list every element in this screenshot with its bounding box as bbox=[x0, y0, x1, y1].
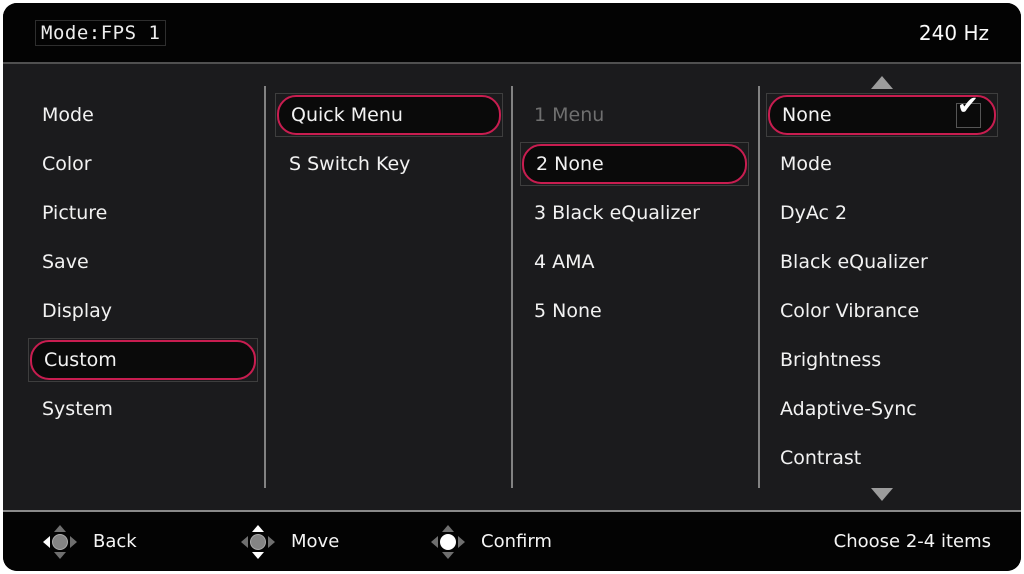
menu-item-save[interactable]: Save bbox=[30, 242, 256, 282]
refresh-rate-label: 240 Hz bbox=[918, 20, 989, 45]
column-divider bbox=[511, 86, 513, 488]
arrow-right bbox=[268, 535, 275, 548]
menu-panel: Mode Color Picture Save Display Custom S… bbox=[3, 64, 1021, 510]
joystick-up-down-icon bbox=[241, 524, 275, 559]
option-item-none-selected[interactable]: None ✔ bbox=[766, 93, 998, 137]
menu-item-display[interactable]: Display bbox=[30, 291, 256, 331]
column-divider bbox=[264, 86, 266, 488]
joystick-center bbox=[250, 533, 266, 550]
check-icon: ✔ bbox=[957, 90, 979, 121]
option-item-label: Black eQualizer bbox=[780, 251, 928, 273]
slot-item-2-selected[interactable]: 2 None bbox=[520, 142, 749, 186]
menu-item-label: Color bbox=[42, 153, 92, 175]
option-item-brightness[interactable]: Brightness bbox=[768, 340, 996, 380]
menu-item-label: Mode bbox=[42, 104, 94, 126]
arrow-left bbox=[241, 535, 248, 548]
slot-item-5[interactable]: 5 None bbox=[522, 291, 747, 331]
option-item-label: Color Vibrance bbox=[780, 300, 920, 322]
submenu-item-s-switch-key[interactable]: S Switch Key bbox=[277, 144, 501, 184]
arrow-left bbox=[43, 535, 50, 548]
arrow-left bbox=[431, 535, 438, 548]
main-menu-column: Mode Color Picture Save Display Custom S… bbox=[28, 95, 258, 438]
slot-item-label: 1 Menu bbox=[534, 104, 605, 126]
joystick-center bbox=[440, 533, 456, 550]
option-item-label: Contrast bbox=[780, 447, 862, 469]
scroll-down-icon[interactable] bbox=[871, 488, 893, 501]
option-item-label: Adaptive-Sync bbox=[780, 398, 917, 420]
key-hint-bar: Back Move Confirm Choose 2-4 items bbox=[3, 510, 1021, 571]
menu-item-label: Custom bbox=[44, 349, 117, 371]
slot-item-4[interactable]: 4 AMA bbox=[522, 242, 747, 282]
osd-panel: Mode:FPS 1 240 Hz Mode Color Picture Sav… bbox=[3, 3, 1021, 571]
menu-item-label: Save bbox=[42, 251, 89, 273]
submenu-item-label: S Switch Key bbox=[289, 153, 411, 175]
option-item-mode[interactable]: Mode bbox=[768, 144, 996, 184]
arrow-right bbox=[70, 535, 77, 548]
slot-item-label: 5 None bbox=[534, 300, 602, 322]
submenu-item-label: Quick Menu bbox=[291, 104, 403, 126]
option-item-label: None bbox=[782, 104, 832, 126]
menu-item-mode[interactable]: Mode bbox=[30, 95, 256, 135]
checkbox-checked-icon: ✔ bbox=[956, 93, 981, 128]
custom-submenu-column: Quick Menu S Switch Key bbox=[275, 93, 503, 193]
scroll-up-icon[interactable] bbox=[871, 76, 893, 89]
option-item-dyac-2[interactable]: DyAc 2 bbox=[768, 193, 996, 233]
joystick-center bbox=[52, 533, 68, 550]
option-item-black-equalizer[interactable]: Black eQualizer bbox=[768, 242, 996, 282]
option-item-contrast[interactable]: Contrast bbox=[768, 438, 996, 478]
hint-label: Back bbox=[93, 531, 137, 552]
joystick-left-icon bbox=[43, 524, 77, 559]
slot-item-label: 2 None bbox=[536, 153, 604, 175]
menu-item-label: Display bbox=[42, 300, 113, 322]
slot-item-1-menu-disabled: 1 Menu bbox=[522, 95, 747, 135]
submenu-item-quick-menu-selected[interactable]: Quick Menu bbox=[275, 93, 503, 137]
slot-options-column: None ✔ Mode DyAc 2 Black eQualizer Color… bbox=[766, 93, 998, 487]
arrow-up bbox=[252, 524, 264, 532]
option-item-color-vibrance[interactable]: Color Vibrance bbox=[768, 291, 996, 331]
option-item-adaptive-sync[interactable]: Adaptive-Sync bbox=[768, 389, 996, 429]
option-item-label: Brightness bbox=[780, 349, 882, 371]
menu-item-label: System bbox=[42, 398, 113, 420]
menu-item-picture[interactable]: Picture bbox=[30, 193, 256, 233]
menu-item-color[interactable]: Color bbox=[30, 144, 256, 184]
hint-label: Move bbox=[291, 531, 340, 552]
option-item-label: Mode bbox=[780, 153, 832, 175]
menu-item-custom-selected[interactable]: Custom bbox=[28, 338, 258, 382]
hint-confirm: Confirm bbox=[431, 512, 552, 571]
hint-back: Back bbox=[43, 512, 137, 571]
menu-item-label: Picture bbox=[42, 202, 108, 224]
slot-item-3[interactable]: 3 Black eQualizer bbox=[522, 193, 747, 233]
arrow-right bbox=[458, 535, 465, 548]
selection-note: Choose 2-4 items bbox=[833, 531, 991, 552]
arrow-down bbox=[54, 551, 66, 559]
joystick-press-icon bbox=[431, 524, 465, 559]
column-divider bbox=[758, 86, 760, 488]
hint-label: Confirm bbox=[481, 531, 552, 552]
option-item-label: DyAc 2 bbox=[780, 202, 848, 224]
slot-item-label: 4 AMA bbox=[534, 251, 595, 273]
arrow-up bbox=[442, 524, 454, 532]
status-bar: Mode:FPS 1 240 Hz bbox=[3, 3, 1021, 64]
hint-move: Move bbox=[241, 512, 339, 571]
slot-item-label: 3 Black eQualizer bbox=[534, 202, 700, 224]
current-mode-label: Mode:FPS 1 bbox=[35, 19, 167, 46]
menu-item-system[interactable]: System bbox=[30, 389, 256, 429]
quick-menu-slots-column: 1 Menu 2 None 3 Black eQualizer 4 AMA 5 … bbox=[520, 95, 749, 340]
arrow-down bbox=[252, 551, 264, 559]
arrow-up bbox=[54, 524, 66, 532]
arrow-down bbox=[442, 551, 454, 559]
